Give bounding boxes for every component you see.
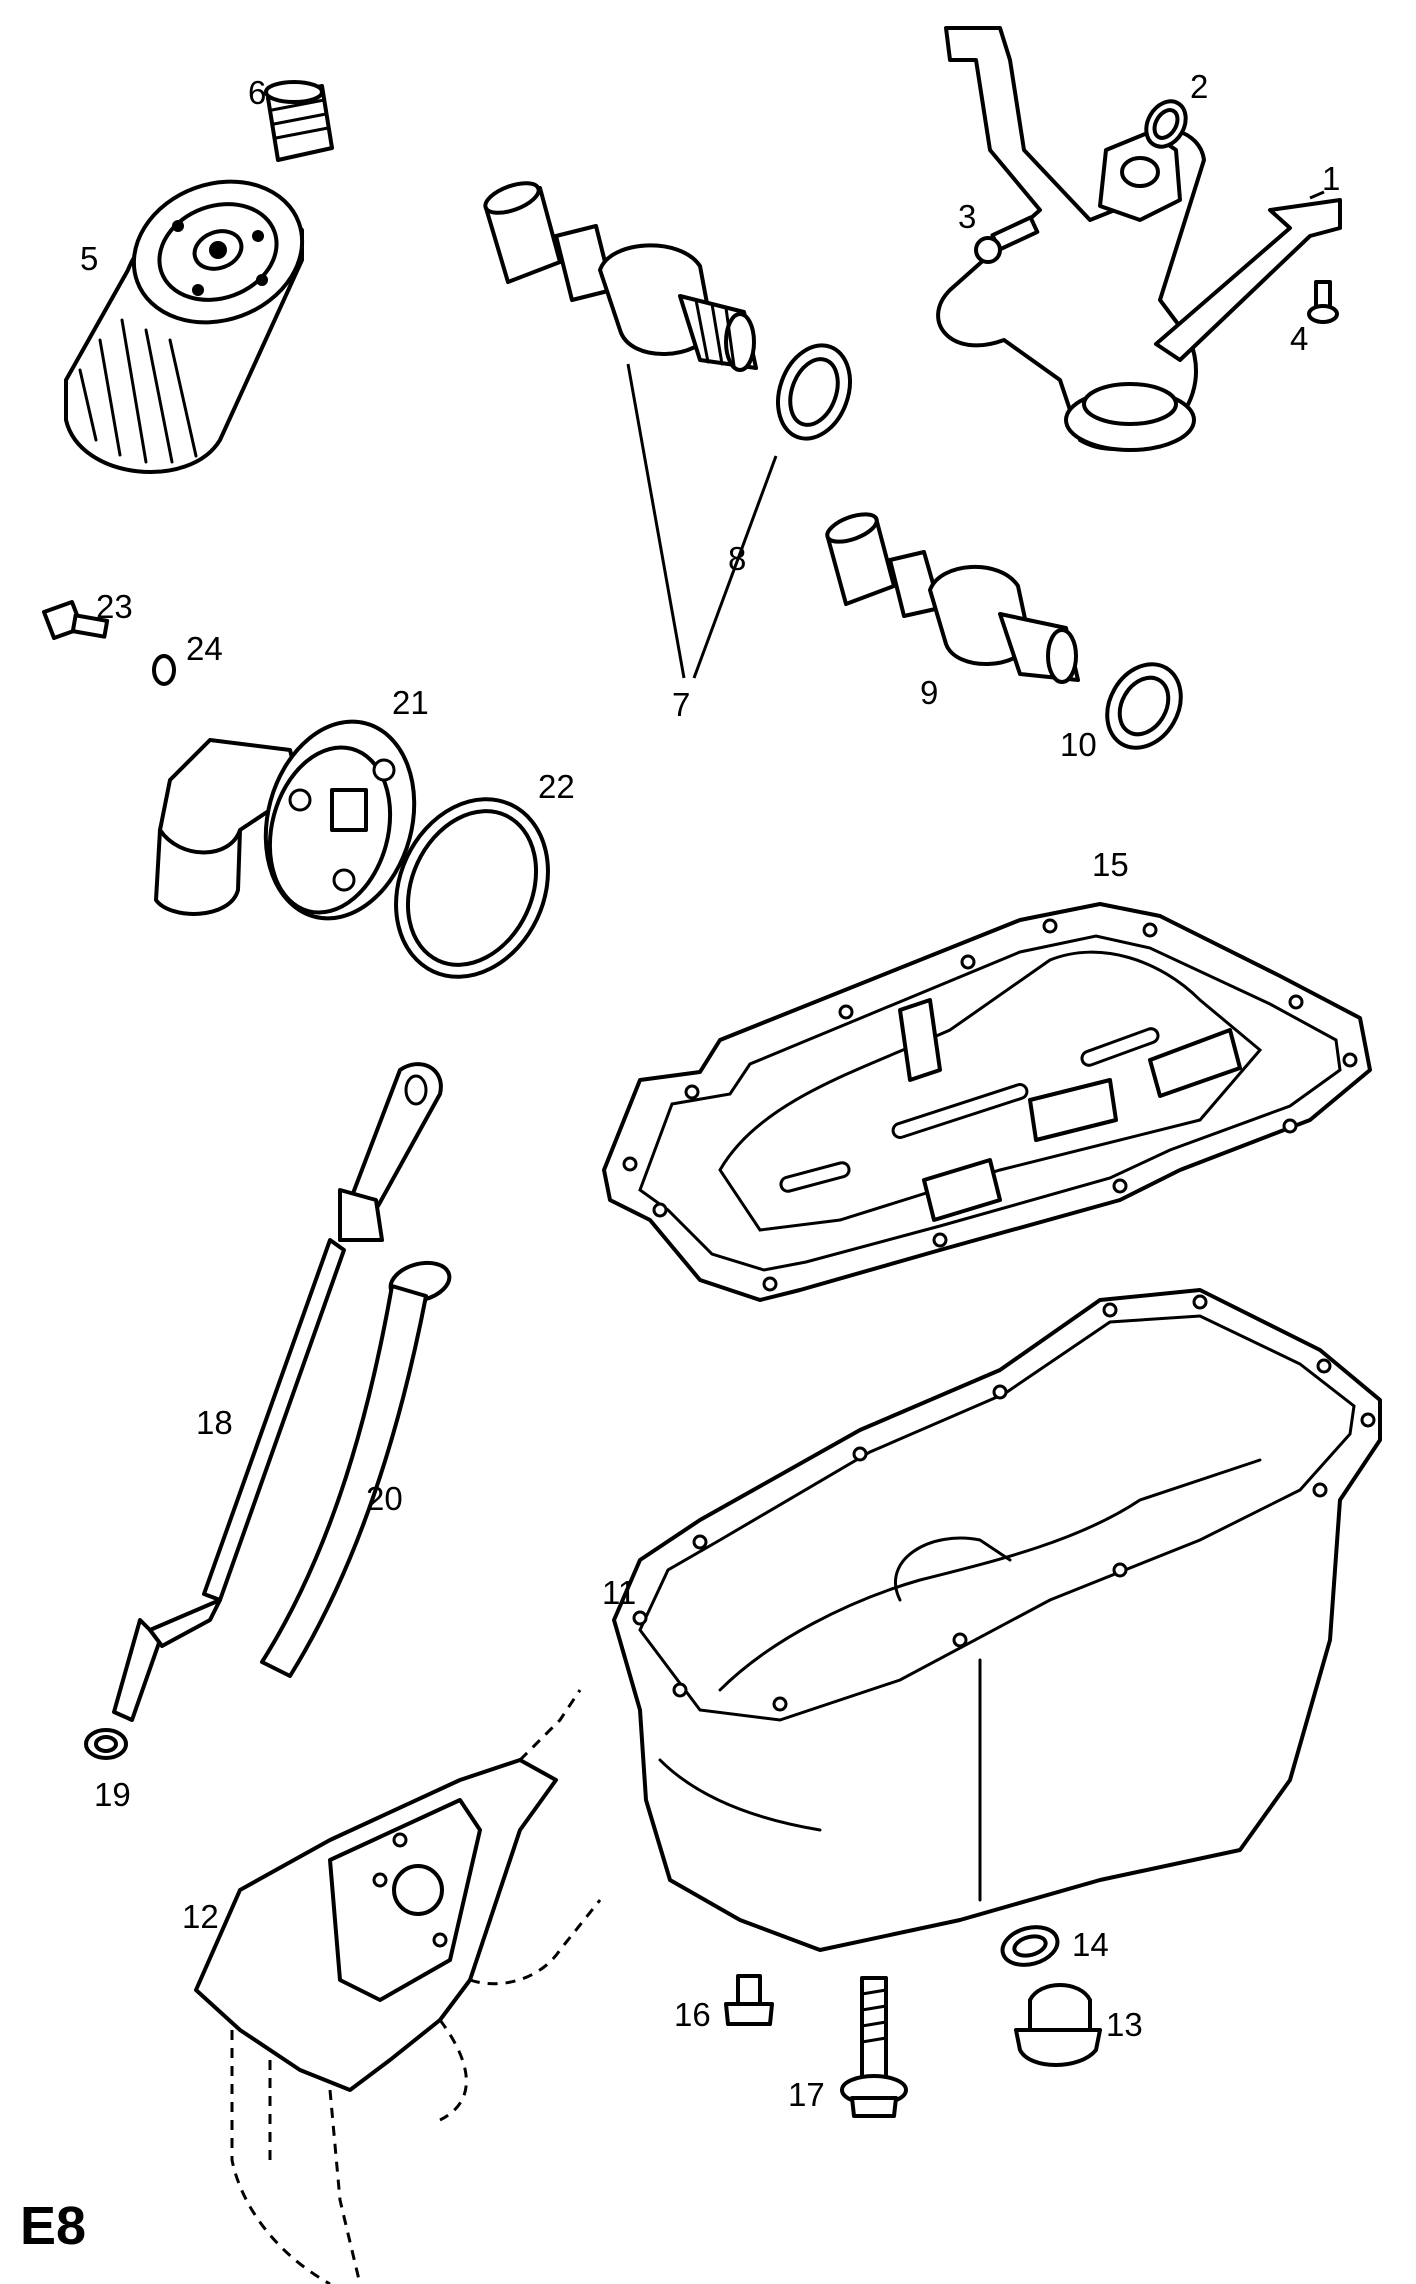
- callout-10: 10: [1060, 726, 1097, 763]
- callout-15: 15: [1092, 846, 1129, 883]
- callout-12: 12: [182, 1898, 219, 1935]
- callout-9: 9: [920, 674, 938, 711]
- part-17-long-bolt: [840, 1976, 908, 2118]
- part-4-bolt: [1307, 280, 1339, 324]
- callout-19: 19: [94, 1776, 131, 1813]
- part-11-oil-pan: [612, 1288, 1382, 1952]
- part-1-oil-pickup-pipe: [936, 26, 1342, 452]
- callout-7: 7: [672, 686, 690, 723]
- part-6-threaded-plug: [264, 80, 334, 162]
- callout-2: 2: [1190, 68, 1208, 105]
- part-20-dipstick-tube: [260, 1260, 452, 1678]
- part-10-sealing-washer: [1105, 662, 1183, 750]
- callout-22: 22: [538, 768, 575, 805]
- callout-1: 1: [1322, 160, 1340, 197]
- leader-lines: [626, 190, 1325, 679]
- part-5-oil-filter: [64, 179, 305, 475]
- callout-4: 4: [1290, 320, 1308, 357]
- part-9-oil-pressure-switch: [825, 512, 1080, 684]
- callout-6: 6: [248, 74, 266, 111]
- part-24-washer: [152, 654, 176, 686]
- part-22-o-ring-gasket: [394, 797, 550, 979]
- callout-8: 8: [728, 540, 746, 577]
- part-7-oil-pressure-switch: [483, 181, 758, 372]
- callout-18: 18: [196, 1404, 233, 1441]
- callout-17: 17: [788, 2076, 825, 2113]
- part-18-dipstick: [112, 1062, 443, 1722]
- callout-5: 5: [80, 240, 98, 277]
- callout-labels: 1 2 3 4 5 6 7 8 9 10 11 12 13 14 15 16 1…: [80, 68, 1340, 2113]
- callout-13: 13: [1106, 2006, 1143, 2043]
- callout-3: 3: [958, 198, 976, 235]
- part-21-filter-housing: [154, 719, 417, 921]
- part-23-bolt: [42, 600, 110, 640]
- part-2-o-ring: [1144, 99, 1188, 149]
- callout-14: 14: [1072, 1926, 1109, 1963]
- callout-16: 16: [674, 1996, 711, 2033]
- callout-11: 11: [602, 1574, 636, 1611]
- part-3-bolt: [974, 215, 1040, 264]
- part-12-oil-pan-gasket: [194, 1689, 602, 2284]
- part-16-bolt: [724, 1974, 774, 2026]
- callout-24: 24: [186, 630, 223, 667]
- callout-23: 23: [96, 588, 133, 625]
- callout-21: 21: [392, 684, 429, 721]
- callout-20: 20: [366, 1480, 403, 1517]
- part-14-washer: [1000, 1925, 1060, 1967]
- part-13-drain-plug: [1014, 1983, 1102, 2067]
- part-15-oil-pan-baffle: [602, 902, 1372, 1302]
- part-8-sealing-washer: [776, 343, 852, 441]
- page-code: E8: [20, 2196, 86, 2256]
- part-19-washer: [84, 1728, 128, 1760]
